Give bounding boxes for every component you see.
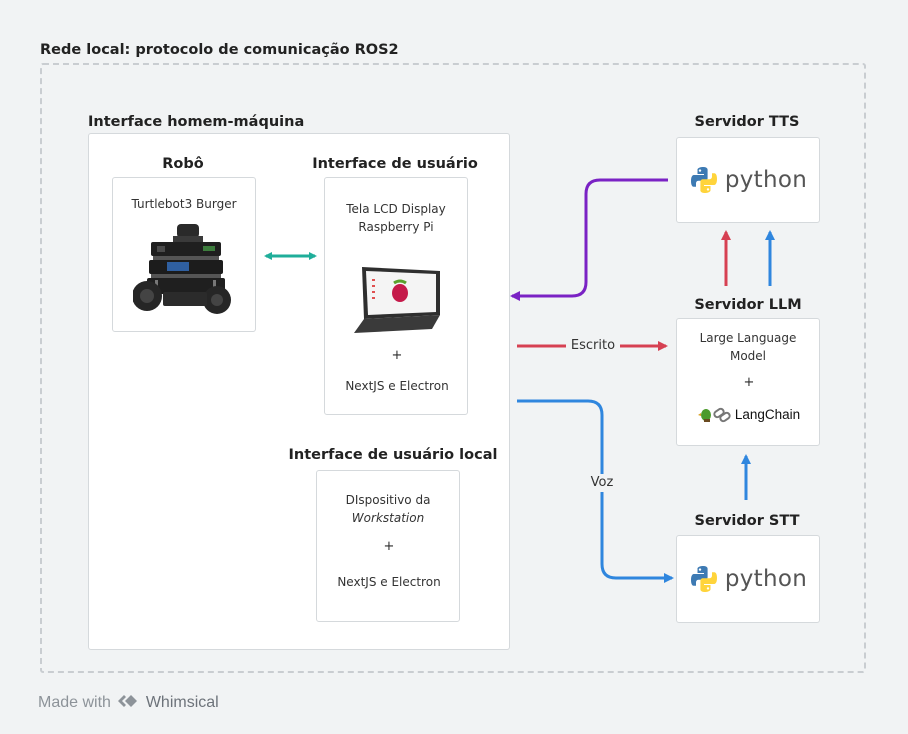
- llm-line2: Model: [729, 349, 767, 363]
- tts-to-hmi-connector: [510, 178, 668, 301]
- footer-brand[interactable]: Whimsical: [145, 694, 219, 711]
- langchain-text: LangChain: [734, 406, 801, 422]
- llm-line1: Large Language: [699, 331, 797, 345]
- network-title: Rede local: protocolo de comunicação ROS…: [40, 42, 399, 58]
- stt-box: python: [676, 535, 820, 623]
- display-line2: Raspberry Pi: [358, 220, 434, 234]
- local-network-frame: [40, 63, 866, 673]
- robot-box: Turtlebot3 Burger: [112, 177, 256, 332]
- tts-title: Servidor TTS: [694, 114, 800, 130]
- langchain-icon: [697, 407, 731, 423]
- robot-title: Robô: [162, 156, 204, 172]
- llm-title: Servidor LLM: [694, 297, 802, 313]
- written-label: Escrito: [570, 338, 616, 353]
- python-logo-icon: [690, 566, 717, 592]
- local-interface-title: Interface de usuário local: [288, 447, 498, 463]
- llm-box: Large Language Model + LangChain: [676, 318, 820, 446]
- turtlebot-image: [133, 224, 231, 314]
- user-interface-title: Interface de usuário: [312, 156, 478, 172]
- local-framework: NextJS e Electron: [337, 575, 441, 589]
- robot-name: Turtlebot3 Burger: [131, 197, 237, 211]
- raspberry-display-image: [354, 267, 440, 333]
- ui-framework: NextJS e Electron: [345, 379, 449, 393]
- python-logo-icon: [690, 167, 717, 193]
- tts-box: python: [676, 137, 820, 223]
- llm-plus: +: [743, 375, 755, 390]
- stt-title: Servidor STT: [694, 513, 800, 529]
- voice-label: Voz: [585, 474, 619, 492]
- whimsical-logo-icon: [118, 695, 138, 707]
- device-line2: Workstation: [351, 511, 425, 525]
- stt-python-text: python: [724, 566, 808, 592]
- local-plus: +: [383, 539, 395, 554]
- tts-python-text: python: [724, 167, 808, 193]
- langchain-logo: LangChain: [677, 403, 821, 425]
- footer-prefix: Made with: [38, 694, 111, 711]
- user-interface-box: Tela LCD Display Raspberry Pi + NextJS e…: [324, 177, 468, 415]
- local-interface-box: DIspositivo da Workstation + NextJS e El…: [316, 470, 460, 622]
- display-line1: Tela LCD Display: [346, 202, 446, 216]
- footer: Made with Whimsical: [38, 694, 219, 712]
- device-line1: DIspositivo da: [345, 493, 431, 507]
- ui-plus: +: [391, 348, 403, 363]
- hmi-title: Interface homem-máquina: [88, 114, 305, 130]
